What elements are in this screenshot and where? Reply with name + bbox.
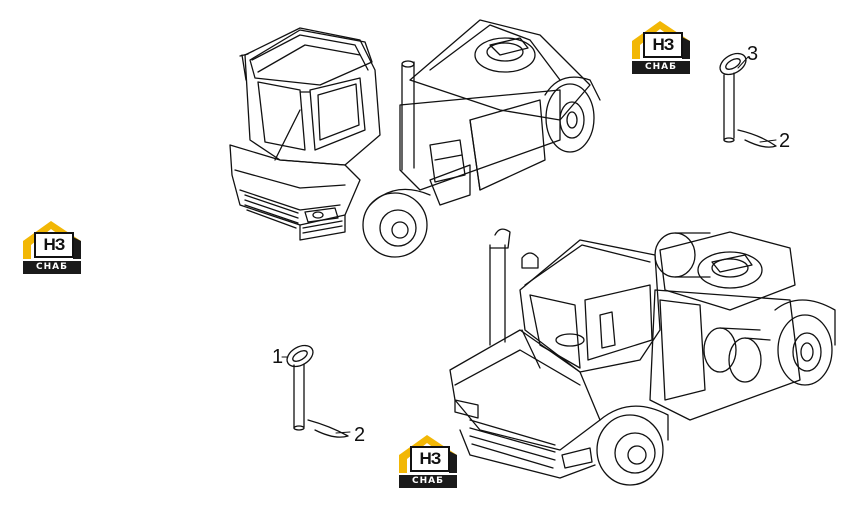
pin-assembly-top-right — [719, 52, 777, 148]
callout-3: 3 — [747, 43, 759, 65]
callout-2-top: 2 — [779, 130, 791, 152]
brand-logo-watermark: НЗ СНАБ — [21, 219, 85, 279]
logo-tagline: СНАБ — [632, 61, 690, 74]
brand-logo-watermark: НЗ СНАБ — [630, 19, 694, 79]
logo-monogram: НЗ — [410, 446, 450, 472]
logo-monogram: НЗ — [643, 32, 683, 58]
terminal-tractor-bottom — [449, 228, 836, 486]
logo-tagline: СНАБ — [23, 261, 81, 274]
terminal-tractor-top — [229, 19, 601, 258]
callout-1: 1 — [272, 346, 284, 368]
pin-assembly-left — [281, 344, 351, 438]
brand-logo-watermark: НЗ СНАБ — [397, 433, 461, 493]
logo-monogram: НЗ — [34, 232, 74, 258]
logo-tagline: СНАБ — [399, 475, 457, 488]
callout-2-left: 2 — [354, 424, 366, 446]
